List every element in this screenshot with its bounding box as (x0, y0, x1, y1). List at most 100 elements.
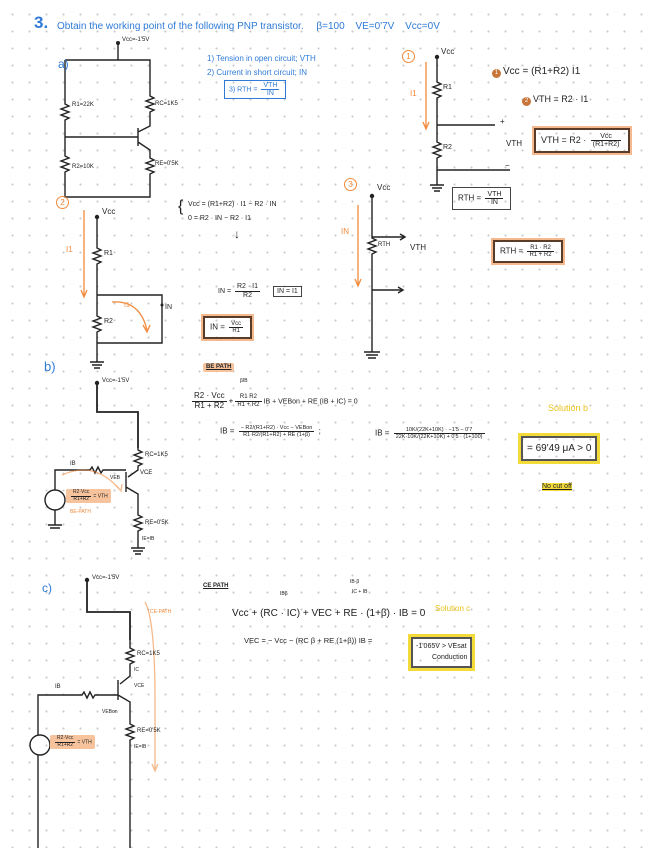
r1-label: R1 (443, 84, 452, 91)
denominator: (R1+R2) (592, 141, 620, 148)
numerator: R2·Vcc (71, 489, 92, 497)
re-label: RE=0'5K (137, 728, 161, 734)
be-path-arrow-label: BE-PATH (70, 509, 91, 515)
part-b-label: b) (44, 359, 56, 374)
marker: 2 (56, 196, 69, 209)
numerator: Vcc (590, 133, 622, 141)
numerator: − R2/(R1+R2) · Vcc − VEBon (238, 425, 315, 433)
ic-annotation: IBβ (280, 591, 288, 597)
wires-step1 (430, 57, 510, 192)
numerator: Vcc (229, 321, 244, 328)
denominator: R1 + R2 (237, 401, 260, 408)
ce-equation-2: VEC = − Vcc − (RC β + RE (1+β)) IB = (244, 636, 373, 645)
i1-loop-label: I1 (124, 302, 130, 309)
denominator: R1 + R2 (194, 400, 225, 410)
minus-sign: − (505, 161, 510, 170)
r2-label: R2 (104, 318, 113, 325)
circuit-c (29, 577, 159, 848)
arrowheads (397, 233, 407, 294)
re-label: RE=0'5K (145, 520, 169, 526)
current-arrow-in (354, 205, 362, 288)
rth-label: RTH (378, 242, 391, 248)
vcc-label: Vcc (377, 183, 391, 192)
denominator: IN (266, 90, 274, 97)
denominator: IN (490, 199, 498, 206)
problem-statement: Obtain the working point of the followin… (57, 21, 440, 32)
wires-b (96, 383, 139, 448)
ie-label: IE=IB (142, 536, 155, 542)
wires-step3 (364, 196, 404, 359)
part-a-label: a) (58, 57, 69, 71)
solution-c-box: -1'065V > VEsat Conduction (411, 637, 473, 668)
in-label: IN (341, 227, 349, 236)
circuit-b (44, 380, 145, 555)
denominator: R1+R2 (73, 495, 90, 502)
vcc-value: Vcc=0V (405, 21, 440, 32)
voltage-source (44, 489, 66, 511)
system-eq-2: 0 = R2 · IN − R2 · I1 (188, 215, 252, 222)
lhs: IN = (218, 288, 232, 296)
circuit-step1 (422, 54, 510, 192)
i1-label: I1 (410, 89, 417, 98)
r2-label: R2=10K (72, 164, 94, 170)
problem-number: 3. (34, 13, 49, 32)
r1-label: R1=22K (72, 102, 94, 108)
veb-label: VEB (110, 475, 121, 481)
denominator: R1+R2 (57, 741, 74, 748)
ce-path-title: CE PATH (203, 583, 229, 589)
lhs: RTH = (500, 246, 524, 256)
equation-rest: IB + VEBon + RE (IB + IC) = 0 (263, 398, 358, 406)
rc-label: RC=1K5 (137, 651, 160, 657)
ic-label: IC (134, 667, 139, 673)
marker: 3 (344, 178, 357, 191)
ib-label: IB (55, 684, 61, 690)
lhs: VTH = R2 · (541, 134, 587, 145)
equation-text: Vcc = (R1+R2) I1 (503, 66, 581, 77)
vcc-label: Vcc=-1'5V (122, 37, 150, 43)
no-cut-off-note: No cut off (542, 483, 572, 491)
vth-label: VTH (506, 139, 522, 148)
denominator: 22K·10K/(22K+10K) + 0'5 · (1+100) (395, 434, 483, 441)
wires-c (86, 580, 131, 640)
solution-value: -1'065V > VEsat (416, 643, 467, 650)
ib-beta-annotation: IB·β (350, 579, 360, 585)
current-arrow-i1 (422, 62, 430, 131)
current-arrow-i1 (80, 210, 88, 299)
current-arrow-in (111, 301, 151, 334)
beta-value: β=100 (316, 21, 345, 32)
equation-text: VTH = R2 · I1 (533, 94, 589, 104)
ie-label: IE=IB (134, 744, 147, 750)
veb-value: VE=0'7V (355, 21, 395, 32)
solution-b-label: Solution b (548, 403, 589, 413)
numerator: R2 · I1 (235, 283, 261, 292)
vce-label: VCE (140, 470, 153, 476)
in-label: IN (165, 304, 172, 311)
r1-label: R1 (104, 250, 113, 257)
rc-label: RC=1K5 (145, 452, 168, 458)
vcc-label: Vcc (102, 207, 116, 216)
node (160, 303, 164, 307)
separator: ; (318, 426, 321, 436)
vcc-label: Vcc=-1'5V (92, 575, 120, 581)
vth-result-box: VTH = R2 · Vcc(R1+R2) (534, 128, 631, 153)
be-path-arrow (61, 469, 123, 493)
voltage-source (29, 734, 51, 756)
denominator: R1 (232, 328, 240, 334)
numerator: R1 R2 (235, 394, 262, 402)
problem-text: Obtain the working point of the followin… (57, 21, 304, 32)
